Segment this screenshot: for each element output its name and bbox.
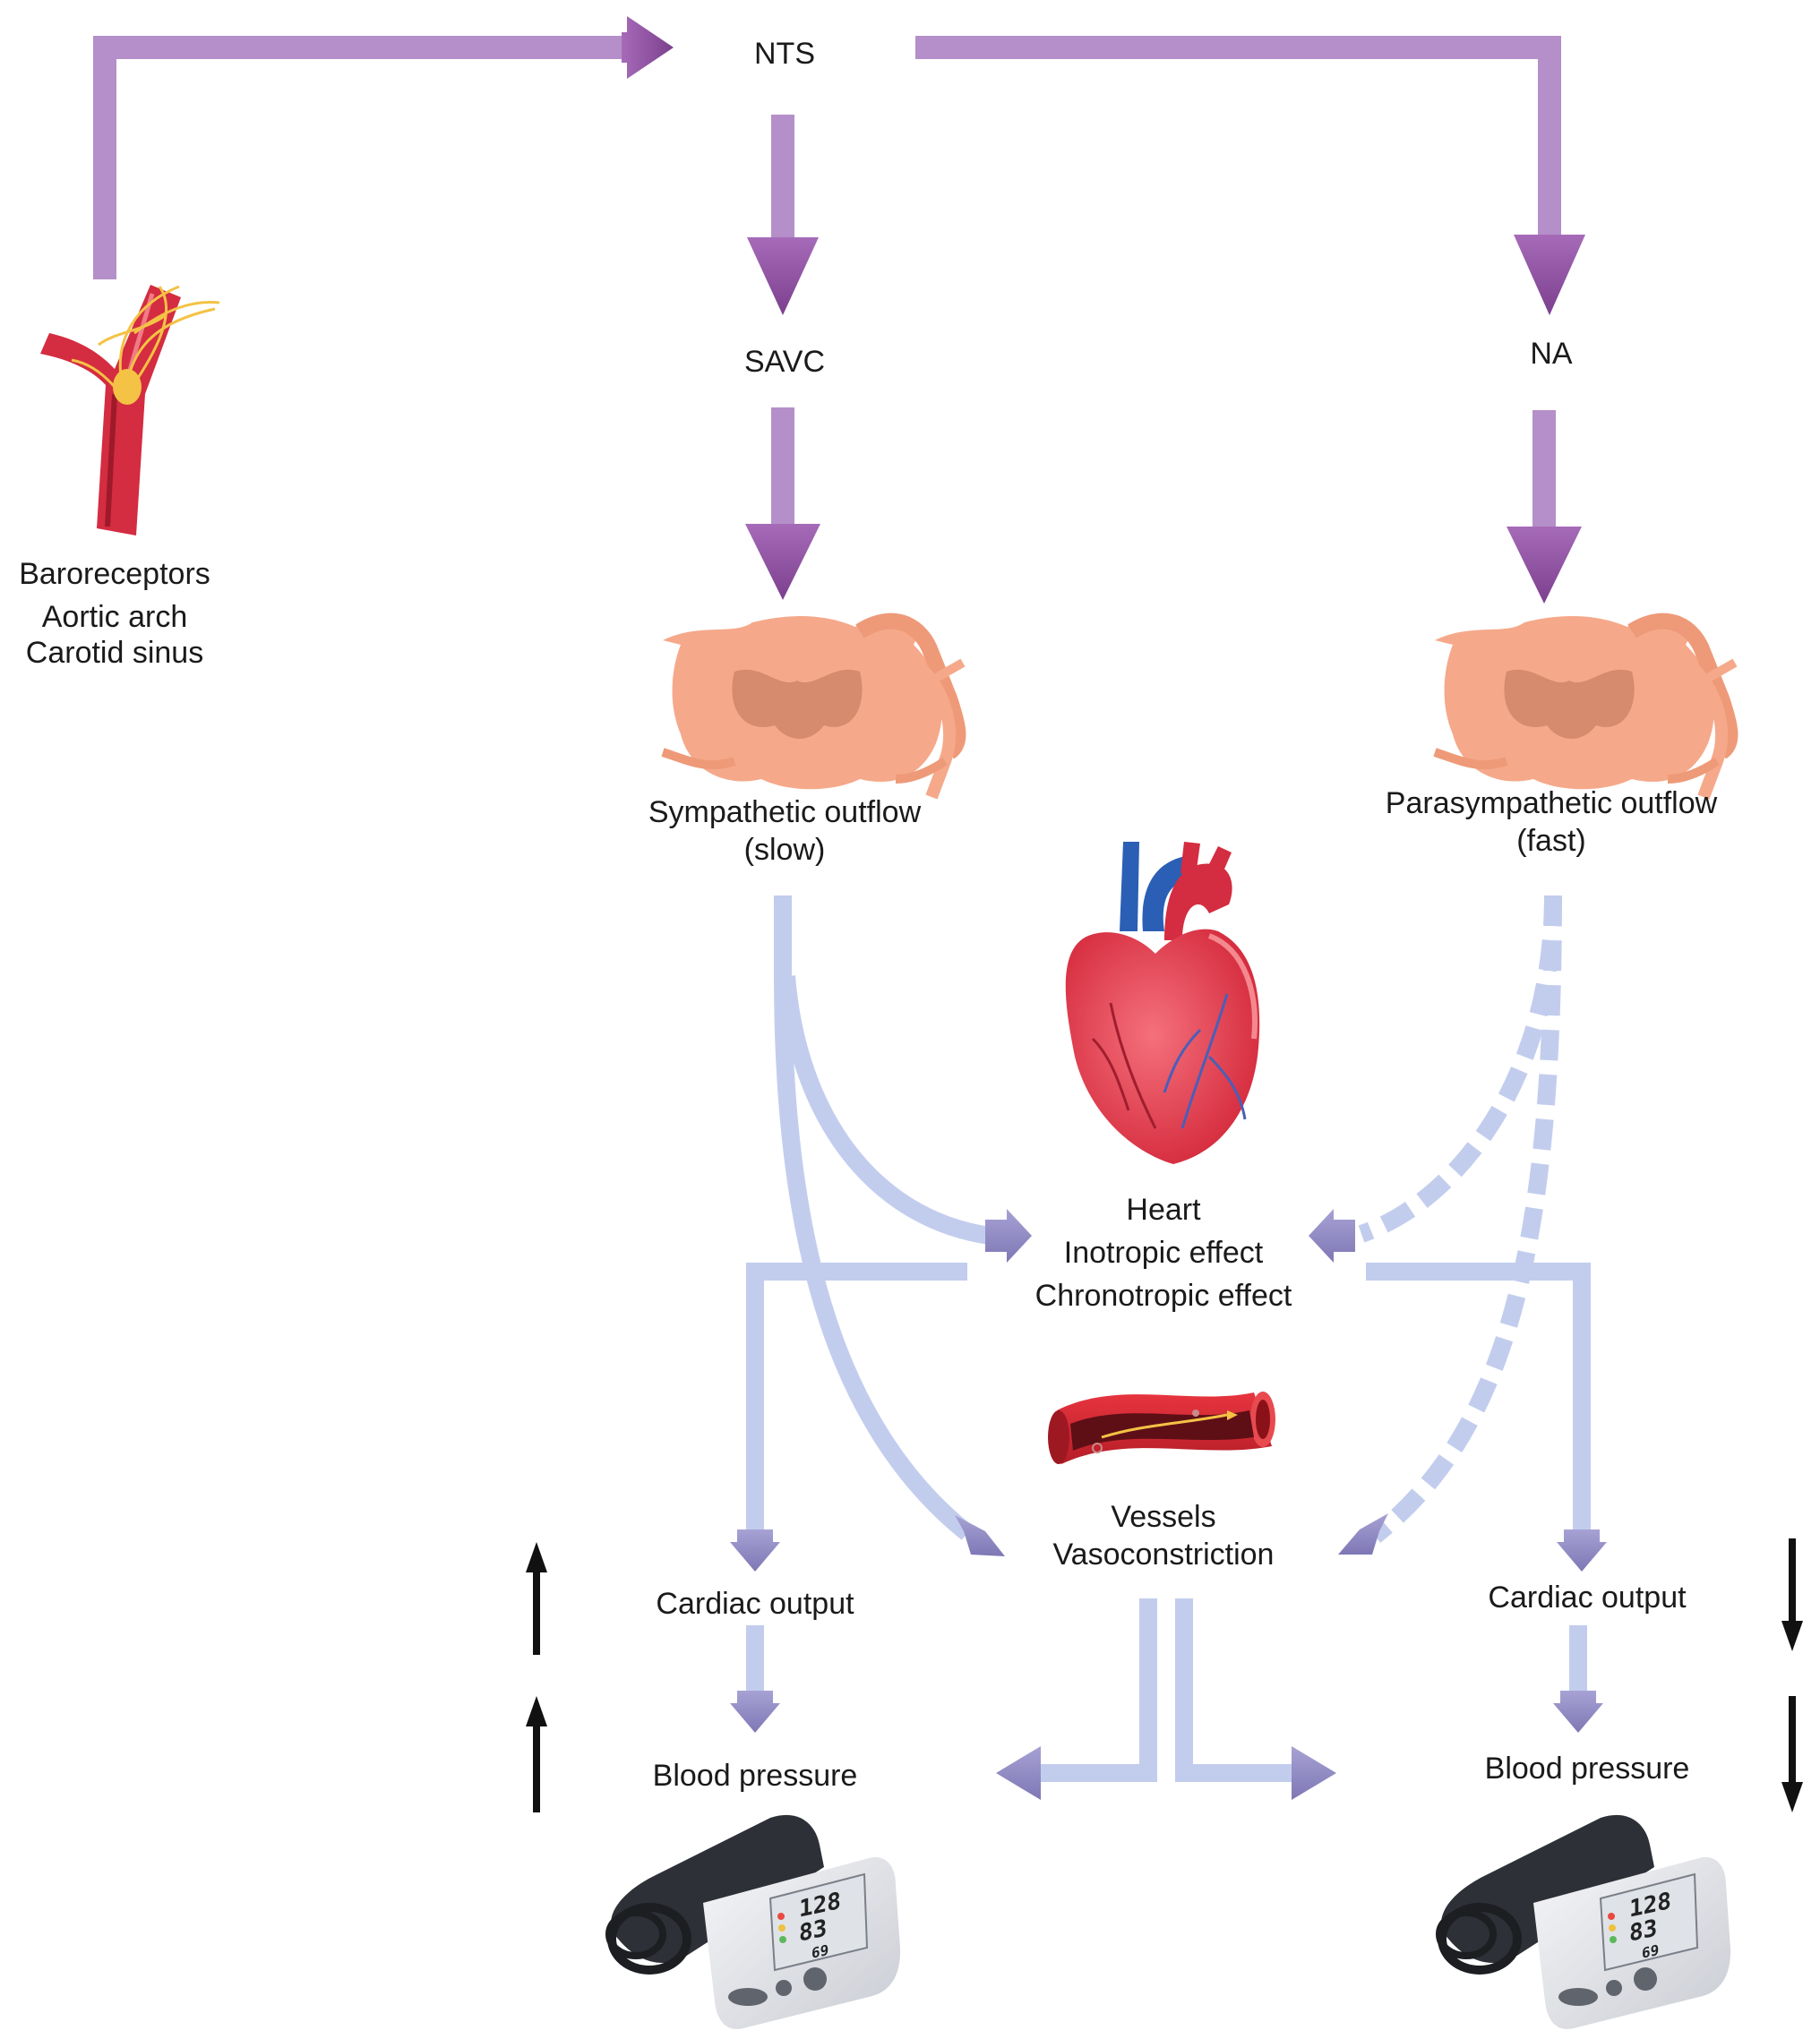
na-arrowhead	[1514, 235, 1585, 315]
blood-vessel-icon	[1048, 1392, 1275, 1464]
right-blood-pressure-label: Blood pressure	[1485, 1752, 1690, 1786]
right-cardiac-output-label: Cardiac output	[1488, 1581, 1687, 1615]
node-labels: NTS SAVC NA Baroreceptors Aortic arch Ca…	[19, 37, 1717, 1793]
sympathetic-speed-label: (slow)	[744, 833, 826, 867]
parasympathetic-arrowhead	[1507, 527, 1582, 604]
heart-icon	[1065, 842, 1260, 1164]
sympathetic-vessel-arrowhead	[955, 1515, 1005, 1556]
neural-pathways	[93, 16, 1585, 604]
right-blood-pressure-down-arrow	[1781, 1696, 1803, 1812]
effect-pathways	[746, 895, 1591, 1782]
vessels-label: Vessels	[1111, 1500, 1215, 1534]
aortic-arch-label: Aortic arch	[42, 600, 188, 634]
right-cardiac-output-arrowhead	[1557, 1529, 1607, 1572]
nts-to-na-line	[915, 36, 1561, 235]
na-label: NA	[1530, 337, 1573, 371]
left-blood-pressure-label: Blood pressure	[653, 1759, 858, 1793]
sympathetic-heart-arrowhead	[985, 1209, 1032, 1263]
parasympathetic-speed-label: (fast)	[1516, 824, 1585, 858]
chronotropic-effect-label: Chronotropic effect	[1035, 1279, 1292, 1313]
baroreceptor-artery-icon	[40, 285, 220, 535]
nts-label: NTS	[754, 37, 815, 71]
left-cardiac-output-up-arrow	[526, 1542, 547, 1655]
left-blood-pressure-monitor-icon: 128 83 69	[605, 1814, 901, 2029]
inotropic-effect-label: Inotropic effect	[1064, 1236, 1264, 1270]
parasympathetic-spinal-cord-icon	[1433, 613, 1738, 800]
parasympathetic-outflow-label: Parasympathetic outflow	[1386, 786, 1718, 820]
left-blood-pressure-arrowhead	[730, 1691, 780, 1733]
left-monitor-pulse: 69	[811, 1941, 828, 1962]
effect-arrowheads	[730, 1209, 1607, 1800]
right-monitor-diastolic: 83	[1629, 1915, 1657, 1947]
baroreceptors-label: Baroreceptors	[19, 557, 210, 591]
parasympathetic-vessel-arrowhead	[1338, 1513, 1388, 1555]
heart-label: Heart	[1126, 1193, 1201, 1227]
left-monitor-diastolic: 83	[799, 1915, 827, 1947]
right-cardiac-output-down-arrow	[1781, 1538, 1803, 1651]
vasoconstriction-label: Vasoconstriction	[1053, 1538, 1275, 1572]
left-cardiac-output-label: Cardiac output	[656, 1587, 854, 1621]
right-monitor-pulse: 69	[1642, 1941, 1659, 1962]
carotid-sinus-label: Carotid sinus	[26, 636, 203, 670]
nts-input-arrowhead	[622, 16, 674, 79]
baroreceptor-to-nts-line	[93, 36, 627, 279]
vessel-right-bp-arrowhead	[1292, 1746, 1336, 1800]
right-blood-pressure-arrowhead	[1553, 1691, 1603, 1733]
parasympathetic-heart-arrowhead	[1309, 1209, 1355, 1263]
left-blood-pressure-up-arrow	[526, 1696, 547, 1812]
sympathetic-spinal-cord-icon	[661, 613, 966, 800]
right-blood-pressure-monitor-icon: 128 83 69	[1436, 1814, 1731, 2029]
trend-arrows	[526, 1538, 1803, 1812]
savc-label: SAVC	[744, 345, 825, 379]
vessel-left-bp-arrowhead	[996, 1746, 1041, 1800]
sympathetic-arrowhead	[745, 524, 820, 600]
savc-arrowhead	[747, 237, 819, 315]
sympathetic-outflow-label: Sympathetic outflow	[648, 795, 922, 829]
left-cardiac-output-arrowhead	[730, 1529, 780, 1572]
